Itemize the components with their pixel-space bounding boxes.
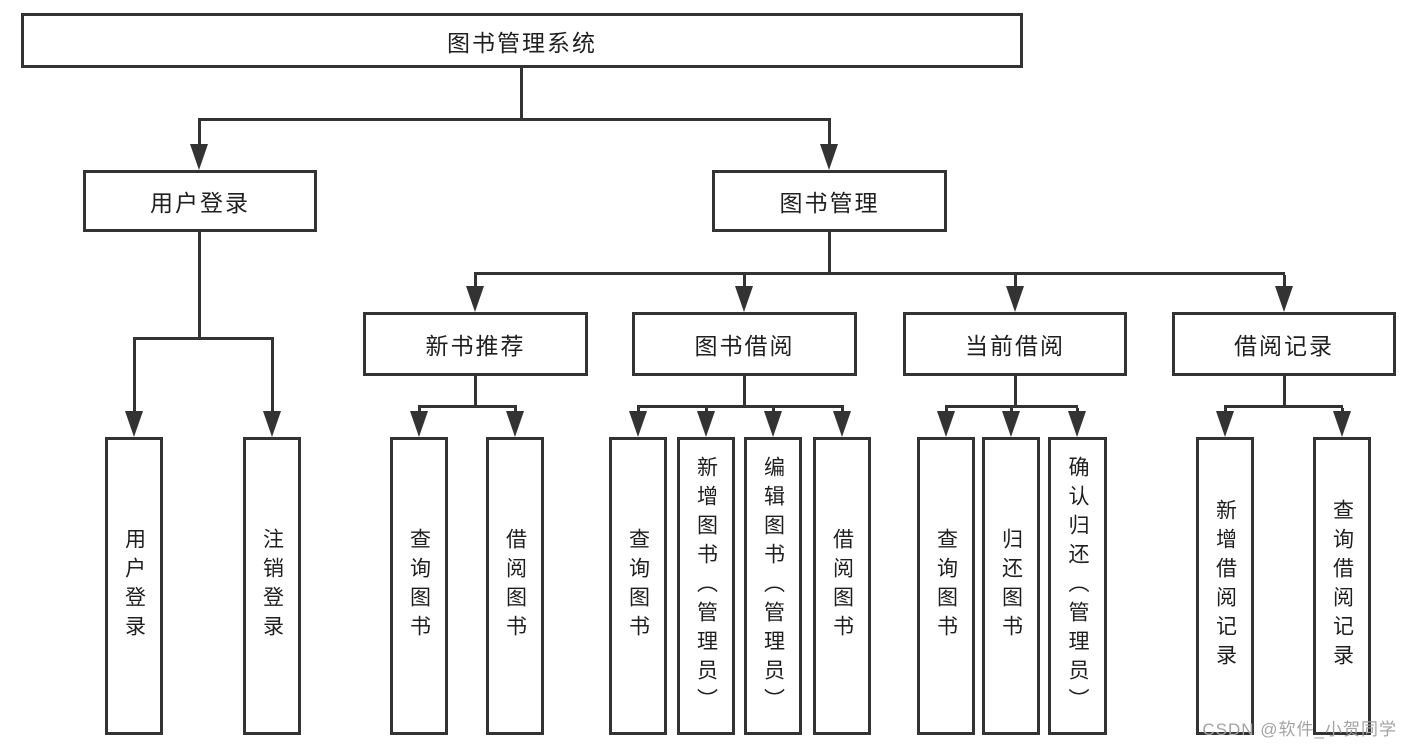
- arrow-down-icon: [1216, 411, 1234, 437]
- leaf-query-borrow-record: 查询借阅记录: [1313, 437, 1371, 735]
- arrow-down-icon: [629, 411, 647, 437]
- connector-stem-leaf: [1224, 408, 1227, 413]
- node-current-borrow: 当前借阅: [903, 312, 1127, 376]
- connector-stem-level3: [743, 275, 746, 287]
- node-book-borrow: 图书借阅: [632, 312, 857, 376]
- arrow-down-icon: [735, 286, 753, 312]
- connector-stem-level3: [1014, 275, 1017, 287]
- arrow-down-icon: [466, 286, 484, 312]
- connector-borrowrecords-drop: [1283, 376, 1286, 408]
- connector-stem-user-login: [198, 121, 201, 145]
- leaf-edit-books-admin: 编辑图书（管理员）: [744, 437, 802, 735]
- arrow-down-icon: [263, 411, 281, 437]
- connector-user-login-drop: [198, 232, 201, 340]
- arrow-down-icon: [697, 411, 715, 437]
- csdn-watermark: CSDN @软件_小贺同学: [1202, 720, 1397, 739]
- connector-stem-leaf: [637, 408, 640, 413]
- node-user-login: 用户登录: [83, 170, 317, 232]
- connector-stem-level3: [1283, 275, 1286, 287]
- connector-stem-leaf: [705, 408, 708, 413]
- connector-root-drop: [520, 68, 523, 121]
- connector-stem-leaf: [841, 408, 844, 413]
- node-root: 图书管理系统: [21, 13, 1023, 68]
- arrow-down-icon: [1333, 411, 1351, 437]
- leaf-confirm-return-admin: 确认归还（管理员）: [1048, 437, 1107, 735]
- connector-stem-leaf: [514, 408, 517, 413]
- arrow-down-icon: [190, 144, 208, 170]
- leaf-borrow-books: 借阅图书: [486, 437, 544, 735]
- leaf-return-books: 归还图书: [982, 437, 1040, 735]
- connector-bookborrow-drop: [743, 376, 746, 408]
- arrow-down-icon: [125, 411, 143, 437]
- connector-stem-leaf: [945, 408, 948, 413]
- leaf-query-books: 查询图书: [390, 437, 448, 735]
- node-borrow-records: 借阅记录: [1172, 312, 1396, 376]
- connector-stem-leaf: [772, 408, 775, 413]
- leaf-user-login: 用户登录: [105, 437, 163, 735]
- arrow-down-icon: [506, 411, 524, 437]
- connector-stem-leaf: [418, 408, 421, 413]
- arrow-down-icon: [833, 411, 851, 437]
- connector-bookborrow-bar: [637, 405, 844, 408]
- connector-book-mgmt-drop: [828, 232, 831, 275]
- connector-stem-leaf: [133, 340, 136, 412]
- connector-stem-leaf: [1076, 408, 1079, 413]
- arrow-down-icon: [1002, 411, 1020, 437]
- connector-stem-level3: [474, 275, 477, 287]
- connector-stem-book-mgmt: [828, 121, 831, 145]
- leaf-logout: 注销登录: [243, 437, 301, 735]
- connector-newbook-drop: [474, 376, 477, 408]
- connector-currentborrow-drop: [1014, 376, 1017, 408]
- arrow-down-icon: [820, 144, 838, 170]
- leaf-borrow-books: 借阅图书: [813, 437, 871, 735]
- arrow-down-icon: [410, 411, 428, 437]
- arrow-down-icon: [1275, 286, 1293, 312]
- connector-currentborrow-bar: [945, 405, 1078, 408]
- leaf-query-books: 查询图书: [609, 437, 667, 735]
- connector-user-login-bar: [133, 337, 274, 340]
- node-new-book-recommend: 新书推荐: [363, 312, 588, 376]
- node-book-management: 图书管理: [712, 170, 947, 232]
- arrow-down-icon: [764, 411, 782, 437]
- connector-newbook-bar: [418, 405, 517, 408]
- connector-stem-leaf: [1010, 408, 1013, 413]
- arrow-down-icon: [1006, 286, 1024, 312]
- leaf-add-borrow-record: 新增借阅记录: [1196, 437, 1254, 735]
- connector-stem-leaf: [1341, 408, 1344, 413]
- leaf-query-books: 查询图书: [917, 437, 975, 735]
- connector-stem-leaf: [271, 340, 274, 412]
- connector-level2-bar: [198, 118, 831, 121]
- leaf-add-books-admin: 新增图书（管理员）: [677, 437, 735, 735]
- arrow-down-icon: [937, 411, 955, 437]
- arrow-down-icon: [1068, 411, 1086, 437]
- connector-level3-bar: [474, 272, 1285, 275]
- connector-borrowrecords-bar: [1224, 405, 1343, 408]
